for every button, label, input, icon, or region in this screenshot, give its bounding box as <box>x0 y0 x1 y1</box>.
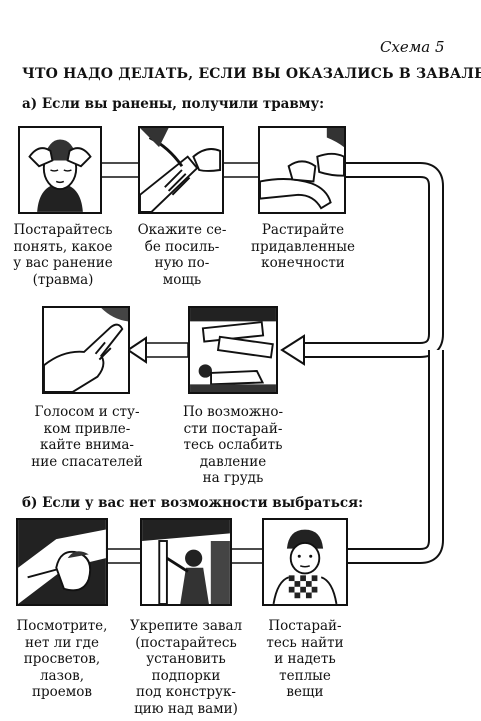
section-b-heading: б) Если у вас нет возможности выбраться: <box>22 495 364 511</box>
step-caption-head-injury: Постарайтесь понять, какое у вас ранение… <box>13 222 113 288</box>
knocking-hand-icon <box>44 308 128 392</box>
person-under-debris-icon <box>190 308 276 392</box>
step-caption-prop: Укрепите завал (постарайтесь установить … <box>129 618 243 717</box>
step-panel-massage <box>258 126 346 214</box>
step-panel-chest-pressure <box>188 306 278 394</box>
section-a-heading: а) Если вы ранены, получили травму: <box>22 96 325 112</box>
step-panel-warm-clothes <box>262 518 348 606</box>
scheme-label: Схема 5 <box>380 38 445 56</box>
step-caption-chest-pressure: По возможно- сти постарай- тесь ослабить… <box>182 404 284 486</box>
step-panel-bandaging <box>138 126 224 214</box>
step-panel-prop <box>140 518 232 606</box>
step-caption-knocking: Голосом и сту- ком привле- кайте внима- … <box>31 404 143 470</box>
warm-clothes-icon <box>264 520 346 604</box>
step-panel-head-injury <box>18 126 102 214</box>
massage-leg-icon <box>260 128 344 212</box>
step-panel-look-gap <box>16 518 108 606</box>
step-caption-massage: Растирайте придавленные конечности <box>251 222 355 271</box>
page-title: ЧТО НАДО ДЕЛАТЬ, ЕСЛИ ВЫ ОКАЗАЛИСЬ В ЗАВ… <box>22 66 481 82</box>
bandaging-arm-icon <box>140 128 222 212</box>
step-caption-warm-clothes: Постарай- тесь найти и надеть теплые вещ… <box>266 618 344 700</box>
step-panel-knocking <box>42 306 130 394</box>
propping-ceiling-icon <box>142 520 230 604</box>
step-caption-look-gap: Посмотрите, нет ли где просветов, лазов,… <box>16 618 108 700</box>
head-injury-icon <box>20 128 100 212</box>
looking-for-gap-icon <box>18 520 106 604</box>
step-caption-bandaging: Окажите се- бе посиль- ную по- мощь <box>137 222 227 288</box>
